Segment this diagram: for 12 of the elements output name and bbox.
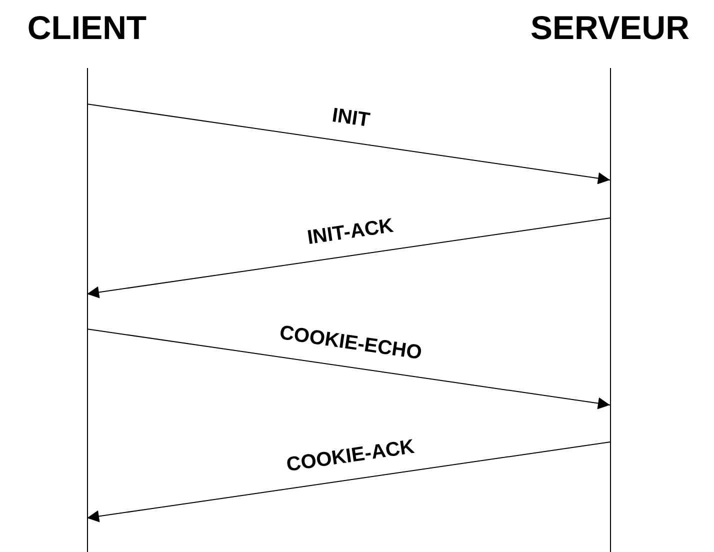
message-label: INIT-ACK <box>306 214 395 250</box>
message-label: INIT <box>330 103 371 133</box>
message-arrow <box>86 104 610 184</box>
message-label: COOKIE-ECHO <box>278 320 424 366</box>
message-arrow <box>86 218 610 298</box>
lifeline <box>87 68 88 552</box>
message-label: COOKIE-ACK <box>284 434 416 478</box>
lifeline <box>610 68 611 552</box>
message-arrow <box>86 328 610 410</box>
message-arrow <box>86 442 610 522</box>
participant-label: SERVEUR <box>530 8 690 48</box>
participant-label: CLIENT <box>27 8 147 48</box>
